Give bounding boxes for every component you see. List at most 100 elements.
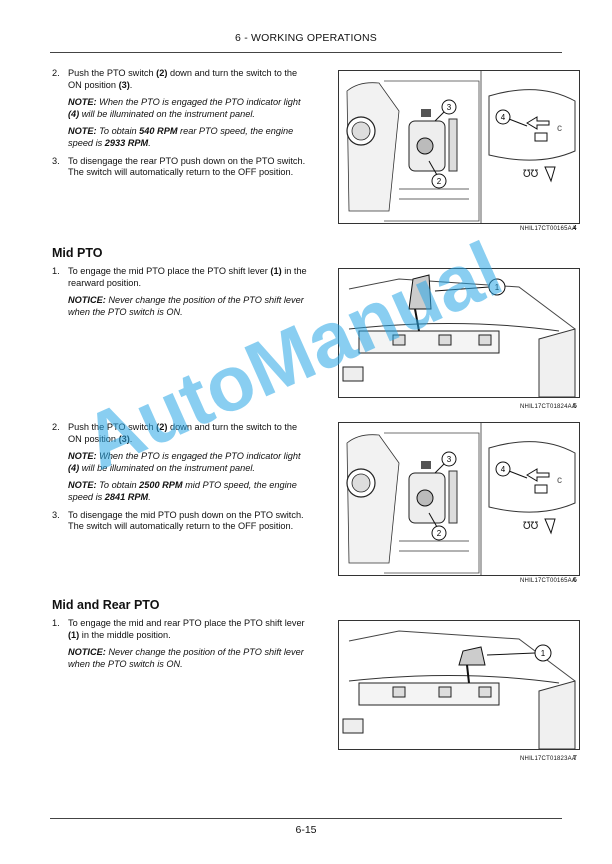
- callout-ref: (3): [118, 79, 130, 90]
- note-label: NOTE:: [68, 480, 97, 491]
- note-text: mid PTO speed, the engine speed is: [68, 480, 297, 502]
- step-number: 1.: [52, 618, 60, 628]
- step-number: 3.: [52, 155, 60, 166]
- callout-ref: (2): [156, 422, 168, 432]
- callout-label: 3: [447, 103, 452, 112]
- note-text: rear PTO speed, the engine speed is: [68, 126, 294, 148]
- footer-rule: [50, 818, 562, 819]
- step-2-mid: 2. Push the PTO switch (2) down and turn…: [52, 422, 312, 445]
- pto-switch-illustration: c ℧℧ 3 2 4: [339, 71, 576, 223]
- callout-3: [441, 451, 457, 467]
- notice-label: NOTICE:: [68, 295, 106, 306]
- step-text: Push the PTO switch: [68, 422, 157, 432]
- step-1-mid: 1. To engage the mid PTO place the PTO s…: [52, 266, 312, 289]
- note-label: NOTE:: [68, 126, 97, 137]
- note-text: When the PTO is engaged the PTO indicato…: [96, 451, 301, 462]
- step-text: .: [129, 433, 133, 444]
- figure-shift-lever-rear: 1: [338, 268, 580, 398]
- callout-label: 4: [501, 113, 506, 122]
- step-text: To disengage the mid PTO push down on th…: [68, 509, 304, 532]
- figure-code: NHIL17CT00165AA: [520, 226, 577, 232]
- callout-ref: (1): [68, 629, 80, 640]
- rear-pto-steps: 2. Push the PTO switch (2) down and turn…: [52, 68, 312, 185]
- notice-text: Never change the position of the PTO shi…: [68, 647, 304, 669]
- callout-label: 1: [541, 649, 546, 658]
- figure-code: NHIL17CT00165AA: [520, 578, 577, 584]
- note-text: To obtain: [96, 480, 140, 491]
- notice-mid-rear: NOTICE: Never change the position of the…: [52, 647, 312, 670]
- note-text: When the PTO is engaged the PTO indicato…: [96, 97, 301, 108]
- svg-text:c: c: [557, 123, 562, 134]
- note-rpm-rear: NOTE: To obtain 540 RPM rear PTO speed, …: [52, 126, 312, 149]
- figure-pto-switch-rear: c ℧℧ 3 2 4: [338, 70, 580, 224]
- step-text: Push the PTO switch: [68, 68, 157, 78]
- rpm-value: 2500 RPM: [139, 480, 183, 491]
- note-text: will be illuminated on the instrument pa…: [79, 462, 255, 473]
- callout-ref: (4): [68, 462, 80, 473]
- callout-ref: (2): [156, 68, 168, 78]
- callout-label: 2: [437, 529, 442, 538]
- callout-3: [441, 99, 457, 115]
- step-text: down and turn the switch to the ON posit…: [68, 422, 298, 444]
- note-text: To obtain: [96, 126, 140, 137]
- mid-rear-pto-step1: 1. To engage the mid and rear PTO place …: [52, 618, 312, 676]
- note-label: NOTE:: [68, 97, 97, 108]
- step-3-rear: 3. To disengage the rear PTO push down o…: [52, 156, 312, 179]
- svg-text:c: c: [557, 475, 562, 486]
- mid-pto-step1: 1. To engage the mid PTO place the PTO s…: [52, 266, 312, 324]
- step-text: down and turn the switch to the ON posit…: [68, 68, 298, 90]
- callout-label: 3: [447, 455, 452, 464]
- heading-mid-pto: Mid PTO: [52, 246, 103, 260]
- callout-ref: (1): [270, 266, 282, 276]
- rpm-value: 540 RPM: [139, 126, 178, 137]
- mid-pto-steps-2: 2. Push the PTO switch (2) down and turn…: [52, 422, 312, 539]
- callout-1: [534, 644, 552, 662]
- heading-mid-rear-pto: Mid and Rear PTO: [52, 598, 160, 612]
- callout-ref: (3): [118, 433, 130, 444]
- step-text: in the middle position.: [79, 629, 171, 640]
- note-label: NOTE:: [68, 451, 97, 462]
- figure-code: NHIL17CT01824AA: [520, 404, 577, 410]
- callout-label: 4: [501, 465, 506, 474]
- step-number: 3.: [52, 509, 60, 520]
- step-number: 1.: [52, 266, 60, 276]
- note-indicator-light-mid: NOTE: When the PTO is engaged the PTO in…: [52, 451, 312, 474]
- step-1-mid-rear: 1. To engage the mid and rear PTO place …: [52, 618, 312, 641]
- callout-label: 1: [495, 283, 500, 292]
- svg-text:℧℧: ℧℧: [523, 521, 539, 532]
- step-text: .: [129, 79, 133, 90]
- note-indicator-light: NOTE: When the PTO is engaged the PTO in…: [52, 97, 312, 120]
- figure-number: 7: [573, 755, 577, 762]
- callout-1: [488, 278, 506, 296]
- callout-2: [431, 525, 447, 541]
- page-number: 6-15: [295, 824, 317, 836]
- step-2-rear: 2. Push the PTO switch (2) down and turn…: [52, 68, 312, 91]
- step-text: in the rearward position.: [68, 266, 307, 288]
- step-text: To engage the mid PTO place the PTO shif…: [68, 266, 271, 276]
- notice-mid: NOTICE: Never change the position of the…: [52, 295, 312, 318]
- shift-lever-illustration: 1: [342, 630, 576, 749]
- figure-number: 4: [573, 225, 577, 232]
- step-number: 2.: [52, 68, 60, 78]
- header-rule: [50, 52, 562, 53]
- callout-label: 2: [437, 177, 442, 186]
- callout-ref: (4): [68, 108, 80, 119]
- callout-4: [495, 109, 511, 125]
- shift-lever-illustration: 1: [342, 274, 576, 397]
- note-text: will be illuminated on the instrument pa…: [79, 108, 255, 119]
- page-header: 6 - WORKING OPERATIONS: [235, 32, 377, 44]
- figure-number: 5: [573, 403, 577, 410]
- figure-number: 6: [573, 577, 577, 584]
- note-text: .: [148, 137, 151, 148]
- figure-code: NHIL17CT01823AA: [520, 756, 577, 762]
- callout-2: [431, 173, 447, 189]
- notice-label: NOTICE:: [68, 647, 106, 658]
- note-text: .: [148, 491, 151, 502]
- rpm-value: 2841 RPM: [104, 491, 149, 502]
- note-rpm-mid: NOTE: To obtain 2500 RPM mid PTO speed, …: [52, 480, 312, 503]
- step-number: 2.: [52, 422, 60, 432]
- pto-switch-illustration: c ℧℧ 3 2 4: [346, 423, 576, 575]
- figure-pto-switch-mid: c ℧℧ 3 2 4: [338, 422, 580, 576]
- step-text: To disengage the rear PTO push down on t…: [68, 155, 306, 178]
- figure-shift-lever-middle: 1: [338, 620, 580, 750]
